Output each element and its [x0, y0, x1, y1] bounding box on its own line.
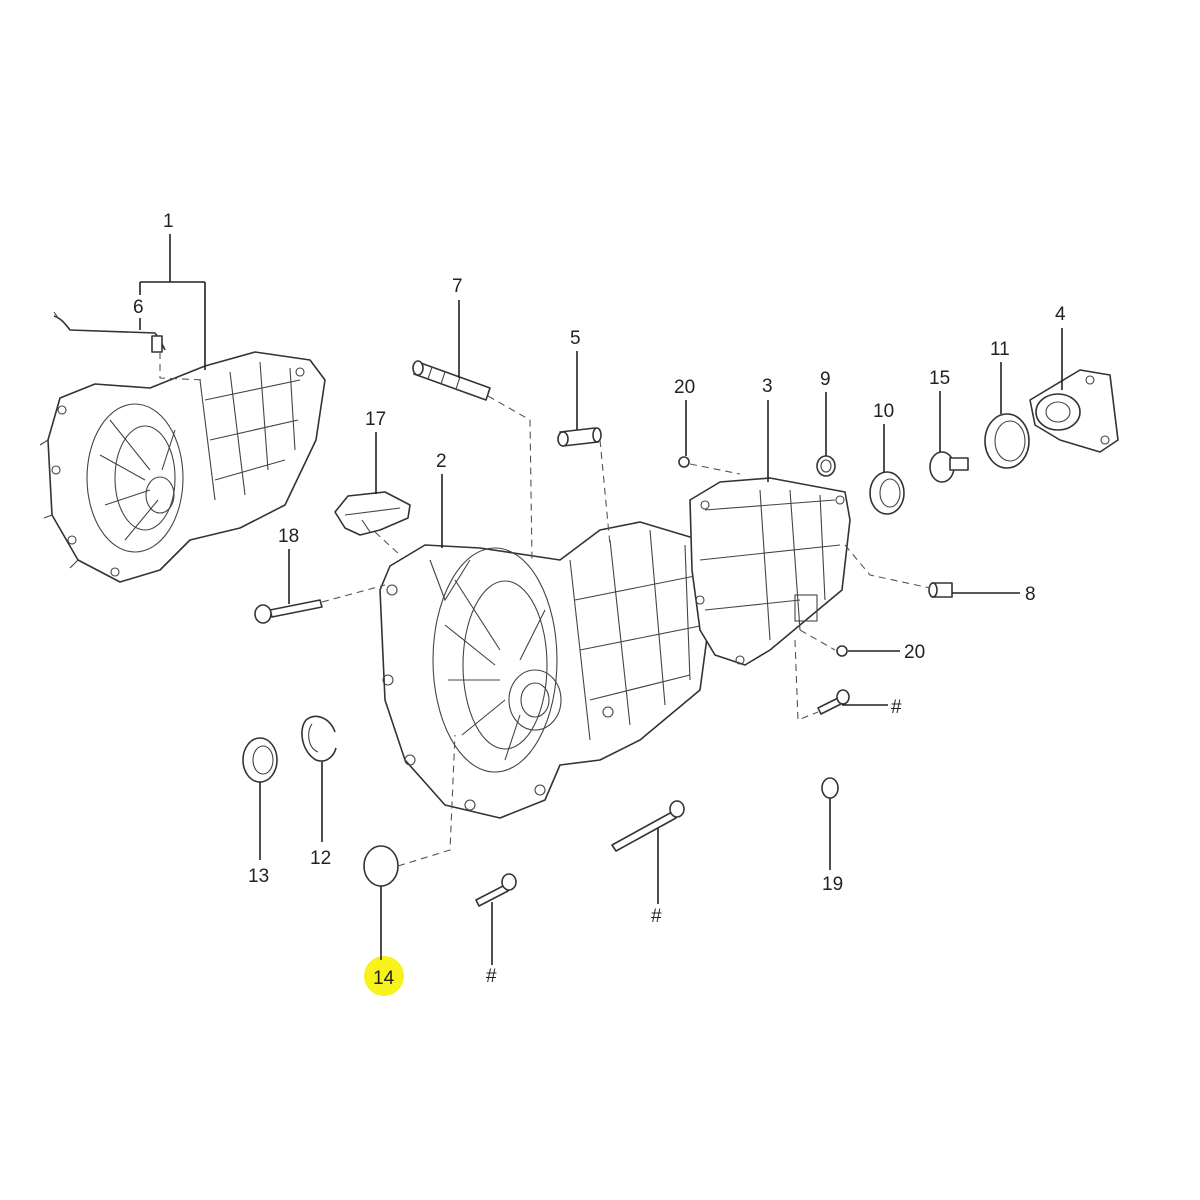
callout-13: 13	[248, 866, 269, 887]
callout-9: 9	[820, 369, 831, 390]
callout-18: 18	[278, 526, 299, 547]
callout-hash-lower: #	[486, 966, 497, 987]
small-cap	[821, 777, 839, 799]
long-bolt	[254, 584, 386, 624]
callout-2: 2	[436, 451, 447, 472]
callout-14: 14	[373, 968, 395, 989]
callout-1: 1	[163, 211, 174, 232]
callout-5: 5	[570, 328, 581, 349]
cover-plate	[334, 491, 411, 556]
small-seal	[816, 455, 836, 477]
callout-3: 3	[762, 376, 773, 397]
small-plug-lower	[799, 629, 848, 657]
shaft	[412, 360, 533, 561]
callout-6: 6	[133, 297, 144, 318]
rear-housing	[689, 477, 851, 666]
flange-bolt	[929, 451, 969, 483]
input-seal	[242, 737, 278, 783]
callout-20-lower: 20	[904, 642, 925, 663]
callout-hash-right: #	[891, 697, 902, 718]
transmission-assembly	[39, 351, 326, 583]
callout-11: 11	[990, 339, 1010, 360]
callout-4: 4	[1055, 304, 1066, 325]
callout-20-upper: 20	[674, 377, 695, 398]
callout-hash-center: #	[651, 906, 662, 927]
breather-hose	[53, 311, 206, 381]
bolt-rear-housing	[794, 639, 850, 721]
highlight-marker	[364, 956, 404, 996]
output-flange	[1029, 369, 1119, 453]
cap-plug	[363, 734, 456, 887]
bolt-center-long	[611, 800, 685, 852]
shaft-seal	[869, 471, 905, 515]
callout-8: 8	[1025, 584, 1036, 605]
plug	[557, 427, 611, 546]
bolt-short	[475, 873, 517, 907]
sensor	[844, 544, 953, 598]
snap-ring	[301, 715, 337, 762]
callout-12: 12	[310, 848, 331, 869]
callout-17: 17	[365, 409, 386, 430]
callout-7: 7	[452, 276, 463, 297]
callout-15: 15	[929, 368, 950, 389]
transmission-case	[379, 521, 713, 819]
callout-19: 19	[822, 874, 843, 895]
seal-ring	[984, 413, 1030, 469]
callout-10: 10	[873, 401, 894, 422]
small-plug-upper	[678, 456, 741, 475]
